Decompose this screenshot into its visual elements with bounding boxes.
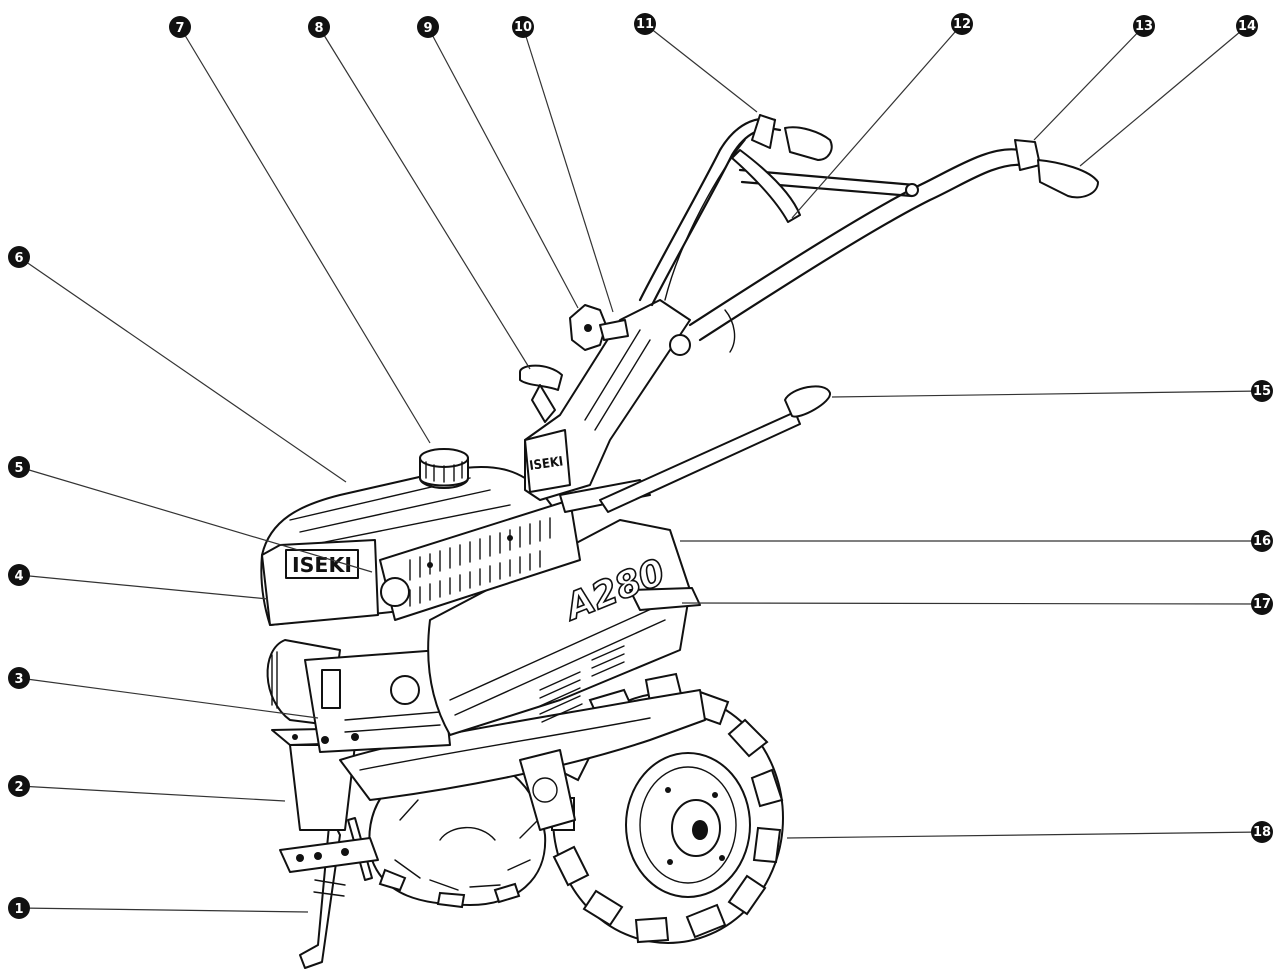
callout-5: 5	[8, 456, 30, 478]
leader-2	[18, 785, 286, 802]
callout-4: 4	[8, 564, 30, 586]
callout-8: 8	[308, 16, 330, 38]
callout-5-label: 5	[14, 461, 23, 476]
handlebars	[638, 114, 1099, 356]
callout-8-label: 8	[314, 21, 323, 36]
leader-17	[681, 602, 1263, 605]
callout-10: 10	[512, 16, 534, 38]
callout-6-label: 6	[14, 251, 23, 266]
leader-11	[644, 23, 758, 113]
callout-16: 16	[1251, 530, 1273, 552]
callout-9-label: 9	[423, 21, 432, 36]
hood: ISEKI	[260, 448, 581, 626]
callout-6: 6	[8, 246, 30, 268]
callout-10-label: 10	[514, 20, 532, 35]
callouts: 1 2 3 4 5 6 7 8 9 10 11 12 13 14 15 16 1…	[8, 13, 1273, 919]
callout-14: 14	[1236, 15, 1258, 37]
callout-12: 12	[951, 13, 973, 35]
callout-3-label: 3	[14, 672, 23, 687]
callout-1-label: 1	[14, 902, 23, 917]
belt-cover: A280	[427, 519, 701, 736]
chassis	[339, 689, 706, 831]
leader-5	[18, 466, 373, 573]
callout-15-label: 15	[1253, 384, 1271, 399]
fuel-cap	[419, 448, 469, 489]
leader-15	[831, 390, 1263, 398]
callout-17-label: 17	[1253, 597, 1271, 612]
leader-4	[18, 574, 269, 600]
callout-13: 13	[1133, 15, 1155, 37]
callout-16-label: 16	[1253, 534, 1271, 549]
callout-17: 17	[1251, 593, 1273, 615]
callout-12-label: 12	[953, 17, 971, 32]
callout-11: 11	[634, 13, 656, 35]
leader-lines	[18, 23, 1263, 913]
leader-12	[791, 23, 963, 219]
cover-vents	[539, 645, 625, 723]
leader-1	[18, 907, 309, 913]
leader-10	[522, 26, 614, 313]
callout-4-label: 4	[14, 569, 23, 584]
callout-18: 18	[1251, 821, 1273, 843]
leader-14	[1079, 25, 1248, 167]
callout-2: 2	[8, 775, 30, 797]
callout-18-label: 18	[1253, 825, 1271, 840]
front-stand	[299, 814, 373, 969]
brand-mark-column: ISEKI	[528, 454, 564, 474]
leader-7	[179, 26, 431, 444]
callout-11-label: 11	[636, 17, 654, 32]
callout-9: 9	[417, 16, 439, 38]
callout-13-label: 13	[1135, 19, 1153, 34]
callout-7-label: 7	[175, 21, 184, 36]
callout-7: 7	[169, 16, 191, 38]
callout-2-label: 2	[14, 780, 23, 795]
callout-14-label: 14	[1238, 19, 1256, 34]
leader-13	[1033, 25, 1145, 141]
leader-6	[18, 256, 347, 483]
leader-18	[786, 831, 1263, 839]
leader-3	[18, 677, 319, 719]
callout-1: 1	[8, 897, 30, 919]
gear-lever	[599, 385, 831, 513]
fuel-cock	[519, 364, 563, 423]
height-adjust-knob	[569, 304, 629, 351]
callout-3: 3	[8, 667, 30, 689]
leader-9	[427, 26, 579, 309]
leader-8	[318, 26, 531, 370]
callout-15: 15	[1251, 380, 1273, 402]
engine-block	[266, 639, 451, 753]
